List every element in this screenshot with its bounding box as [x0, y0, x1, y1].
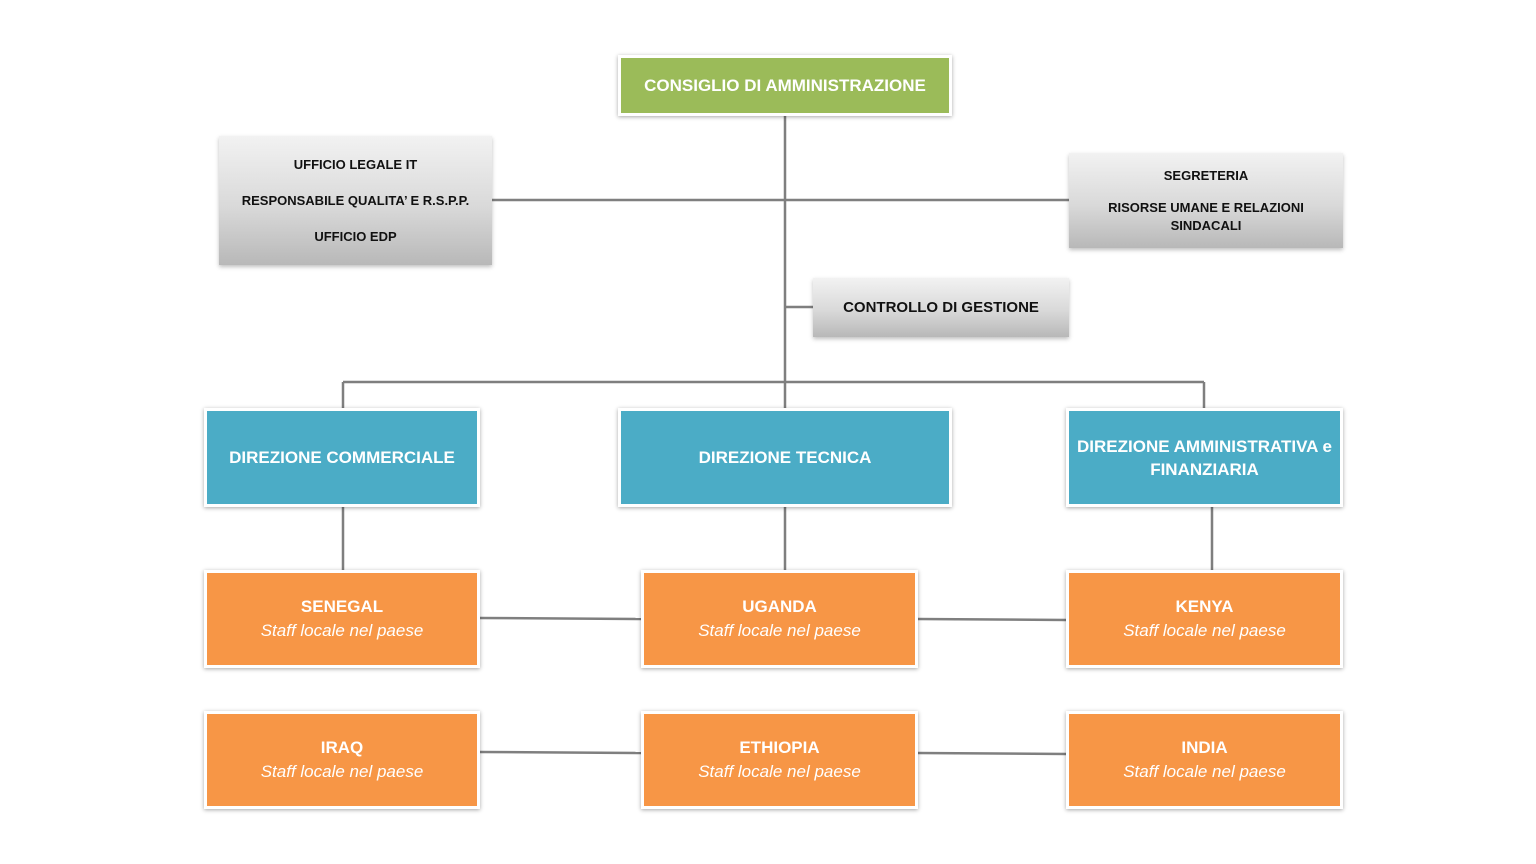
country-box-senegal: SENEGAL Staff locale nel paese	[204, 570, 480, 668]
country-subtitle: Staff locale nel paese	[260, 762, 424, 781]
board-label: CONSIGLIO DI AMMINISTRAZIONE	[644, 75, 926, 95]
staff-left-line-1: UFFICIO LEGALE IT	[293, 156, 418, 172]
country-box-kenya: KENYA Staff locale nel paese	[1066, 570, 1343, 668]
connector-iraq-ethiopia	[479, 750, 643, 755]
country-box-ethiopia: ETHIOPIA Staff locale nel paese	[641, 711, 918, 809]
country-box-india: INDIA Staff locale nel paese	[1066, 711, 1343, 809]
staff-left-line-3: UFFICIO EDP	[314, 228, 397, 244]
country-subtitle: Staff locale nel paese	[260, 621, 424, 640]
connector-ethiopia-india	[916, 751, 1068, 756]
direction-label: DIREZIONE COMMERCIALE	[229, 448, 455, 467]
country-name: KENYA	[1175, 597, 1234, 616]
country-name: SENEGAL	[300, 597, 384, 616]
country-name: ETHIOPIA	[739, 738, 820, 757]
staff-left-line-2: RESPONSABILE QUALITA’ E R.S.P.P.	[241, 192, 470, 208]
country-subtitle: Staff locale nel paese	[1123, 762, 1286, 781]
country-name: IRAQ	[320, 738, 364, 757]
country-name: UGANDA	[742, 597, 817, 616]
country-box-iraq: IRAQ Staff locale nel paese	[204, 711, 480, 809]
direction-label: DIREZIONE TECNICA	[698, 448, 872, 467]
connector-senegal-uganda	[479, 616, 643, 621]
country-subtitle: Staff locale nel paese	[698, 762, 861, 781]
staff-right-line-1: SEGRETERIA	[1163, 167, 1249, 183]
country-subtitle: Staff locale nel paese	[698, 621, 861, 640]
staff-box-right: SEGRETERIA RISORSE UMANE E RELAZIONI SIN…	[1069, 153, 1343, 248]
country-box-uganda: UGANDA Staff locale nel paese	[641, 570, 918, 668]
direction-label: DIREZIONE AMMINISTRATIVA e FINANZIARIA	[1077, 436, 1332, 479]
direction-box-tecnica: DIREZIONE TECNICA	[618, 408, 952, 507]
direction-box-amministrativa: DIREZIONE AMMINISTRATIVA e FINANZIARIA	[1066, 408, 1343, 507]
staff-right-line-2: RISORSE UMANE E RELAZIONI SINDACALI	[1108, 199, 1304, 233]
control-box: CONTROLLO DI GESTIONE	[813, 278, 1069, 337]
connector-uganda-kenya	[916, 617, 1068, 622]
country-name: INDIA	[1181, 738, 1228, 757]
direction-box-commerciale: DIREZIONE COMMERCIALE	[204, 408, 480, 507]
board-box: CONSIGLIO DI AMMINISTRAZIONE	[618, 55, 952, 116]
country-subtitle: Staff locale nel paese	[1123, 621, 1286, 640]
staff-box-left: UFFICIO LEGALE IT RESPONSABILE QUALITA’ …	[219, 136, 492, 265]
control-label: CONTROLLO DI GESTIONE	[843, 299, 1039, 316]
